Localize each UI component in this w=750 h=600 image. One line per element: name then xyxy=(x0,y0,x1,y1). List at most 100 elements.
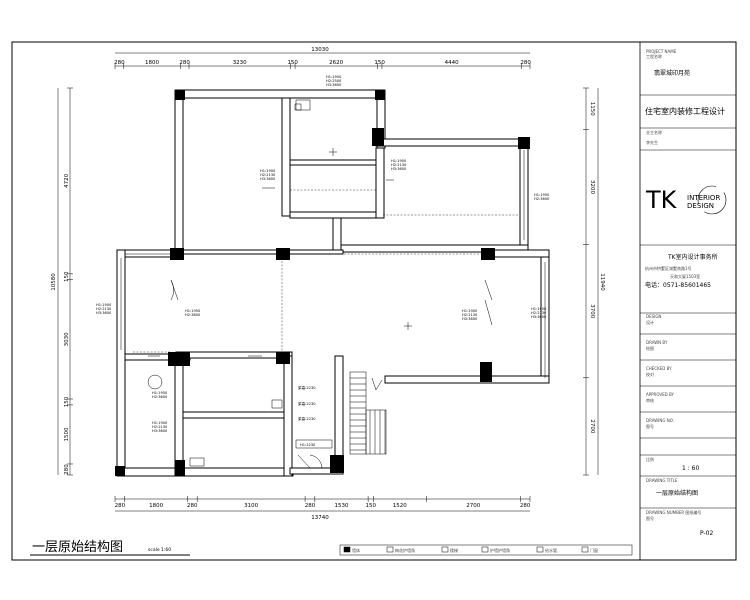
dim-left-3: 150 xyxy=(64,396,70,407)
dim-right-total: 11940 xyxy=(599,273,605,291)
dim-bottom-total: 13740 xyxy=(311,515,329,521)
dim-bottom-4: 280 xyxy=(305,503,316,509)
legend: 墙体梅花护墙角楼梯护墙护墙角给水管门窗 xyxy=(339,544,633,556)
dim-top-3: 3230 xyxy=(233,60,247,66)
legend-item-2: 楼梯 xyxy=(450,547,458,553)
tb-field-value-0: 设计 xyxy=(646,319,654,325)
dim-left-4: 1500 xyxy=(64,427,70,441)
columns xyxy=(115,90,530,476)
tb-field-label-0: DESIGN xyxy=(646,314,661,319)
tb-field-value-3: 审核 xyxy=(646,397,654,403)
wall-north-divider xyxy=(281,97,291,217)
tb-firm-name: TK室内设计事务所 xyxy=(667,253,718,261)
tb-drawing-name-label: DRAWING TITLE xyxy=(646,478,678,483)
dim-bottom-7: 1520 xyxy=(393,503,407,509)
wall-stair-left xyxy=(283,355,293,477)
dim-left-5: 280 xyxy=(64,464,70,475)
tb-field-label-1: DRAWN BY xyxy=(646,340,668,345)
dimension-top: 13030 280 1800 280 3230 150 2620 150 4440 280 xyxy=(114,47,531,69)
dim-top-4: 150 xyxy=(287,60,298,66)
tb-drawing-name: 一层原始结构图 xyxy=(656,489,698,497)
tb-address-1: 杭州市拱墅区湖墅南路1号 xyxy=(645,265,692,271)
tk-logo-line2: DESIGN xyxy=(687,202,714,210)
logo-arc xyxy=(697,185,727,215)
beam-label-3: 梁高:2230 xyxy=(298,416,316,421)
dim-bottom-0: 280 xyxy=(115,503,126,509)
dim-right-3: 2700 xyxy=(589,419,595,433)
wall-north-mid xyxy=(289,159,379,166)
dim-top-0: 280 xyxy=(114,60,125,66)
title-block-frame xyxy=(639,41,737,561)
tb-scale-label: 比例 xyxy=(646,456,654,462)
beam-label-2: 梁高:2230 xyxy=(298,401,316,406)
tb-project-type: 住宅室内装修工程设计 xyxy=(645,106,725,116)
doors xyxy=(170,99,493,469)
dim-bottom-3: 3100 xyxy=(244,503,258,509)
tb-field-label-3: APPROVED BY xyxy=(646,392,675,397)
tb-field-label-4: DRAWING NO. xyxy=(646,418,674,423)
tk-logo: TK xyxy=(645,186,678,214)
legend-item-3: 护墙护墙角 xyxy=(490,547,510,553)
tb-client-label: 业主名称 xyxy=(646,129,662,135)
drain-symbol xyxy=(147,374,163,390)
wall-living-top xyxy=(182,249,344,255)
tk-logo-line1: INTERIOR xyxy=(687,194,720,202)
hidden-lines xyxy=(133,189,520,353)
wall-north-right-lower xyxy=(375,147,385,219)
tb-field-value-4: 图号 xyxy=(646,423,654,429)
tb-phone: 电话：0571-85601465 xyxy=(645,281,711,289)
dim-top-6: 150 xyxy=(374,60,385,66)
legend-item-5: 门窗 xyxy=(590,547,598,553)
dim-top-7: 4440 xyxy=(445,60,459,66)
tb-sheet-no-label: 图号 xyxy=(646,515,654,521)
wall-south xyxy=(116,467,294,477)
dim-top-total: 13030 xyxy=(311,47,329,53)
tb-project-name: 翡翠城印月苑 xyxy=(654,69,690,77)
drawing-title: 一层原始结构图 xyxy=(32,540,123,555)
legend-item-0: 墙体 xyxy=(352,547,360,553)
tb-address-2: 天和大厦1503室 xyxy=(670,273,700,279)
wall-ne-inner xyxy=(332,217,342,253)
tb-sheet-label: DRAWING NUMBER 图纸编号 xyxy=(646,509,701,515)
dim-top-1: 1800 xyxy=(145,60,159,66)
dim-right-2: 3700 xyxy=(589,304,595,318)
dim-bottom-1: 1800 xyxy=(149,503,163,509)
tb-scale-value: 1 : 60 xyxy=(682,465,699,472)
wall-south-divider xyxy=(174,359,184,477)
dim-left-total: 10580 xyxy=(51,273,57,291)
dim-left-2: 3030 xyxy=(64,332,70,346)
tb-field-value-2: 校对 xyxy=(646,371,654,377)
dim-left-0: 4720 xyxy=(64,173,70,187)
wall-north-top xyxy=(174,89,386,99)
dim-right-0: 1150 xyxy=(589,102,595,116)
tb-sheet-no: P-02 xyxy=(700,530,713,537)
windows xyxy=(116,138,550,378)
dim-top-8: 280 xyxy=(520,60,531,66)
stair xyxy=(349,371,387,455)
walls xyxy=(116,89,550,477)
wall-north-bottom-inner xyxy=(289,211,379,219)
dim-bottom-2: 280 xyxy=(187,503,198,509)
drawing-scale: scale 1:60 xyxy=(148,547,171,553)
wall-south-mid xyxy=(182,411,289,419)
dim-top-5: 2620 xyxy=(329,60,343,66)
dim-right-1: 3200 xyxy=(589,180,595,194)
legend-item-4: 给水管 xyxy=(545,547,557,553)
dim-bottom-9: 280 xyxy=(520,503,531,509)
tb-client-name: 李先生 xyxy=(646,139,658,145)
dim-bottom-6: 150 xyxy=(365,503,376,509)
tb-field-label-2: CHECKED BY xyxy=(646,366,672,371)
dim-top-2: 280 xyxy=(179,60,190,66)
